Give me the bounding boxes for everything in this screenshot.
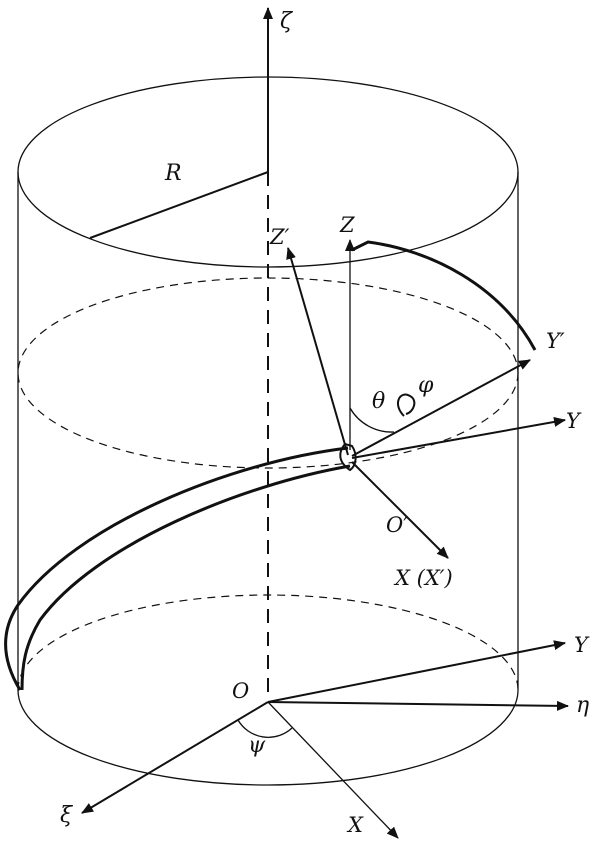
xi-axis	[81, 701, 269, 814]
y-prime-label: Y′	[546, 329, 565, 353]
y-fixed-label: Y	[574, 633, 590, 657]
y-moving-vector	[351, 417, 566, 459]
radius-line	[89, 171, 269, 239]
psi-label: ψ	[248, 733, 266, 758]
eta-label: η	[576, 693, 589, 718]
z-label: Z	[339, 213, 355, 237]
xi-label: ξ	[60, 803, 74, 828]
z-to-y-prime-arc	[351, 240, 537, 351]
z-prime-vector	[286, 247, 349, 456]
helix-strip	[4, 442, 357, 691]
x-moving-label: X (X′)	[393, 566, 453, 590]
theta-arc	[349, 407, 395, 433]
z-prime-label: Z′	[269, 225, 290, 249]
eta-axis	[267, 700, 569, 711]
y-prime-vector	[351, 359, 531, 457]
radius-label: R	[164, 161, 182, 186]
origin-prime-label: O′	[386, 513, 408, 537]
helix-outer-edge	[4, 446, 349, 691]
psi-arc	[237, 719, 293, 738]
cylinder-mid-ellipse	[17, 277, 519, 469]
y-moving-label: Y	[566, 409, 582, 433]
phi-rotation-icon	[396, 393, 416, 417]
phi-label: φ	[418, 373, 434, 398]
y-fixed-vector	[267, 640, 566, 703]
origin-label: O	[232, 679, 249, 703]
x-fixed-label: X	[346, 813, 364, 837]
cylinder-bottom-front-arc	[17, 689, 519, 786]
helix-end-cap	[339, 442, 357, 472]
zeta-label: ζ	[280, 9, 294, 34]
helix-inner-edge	[20, 464, 351, 691]
theta-label: θ	[372, 389, 385, 414]
x-fixed-vector	[267, 701, 399, 839]
x-moving-vector	[351, 461, 449, 559]
